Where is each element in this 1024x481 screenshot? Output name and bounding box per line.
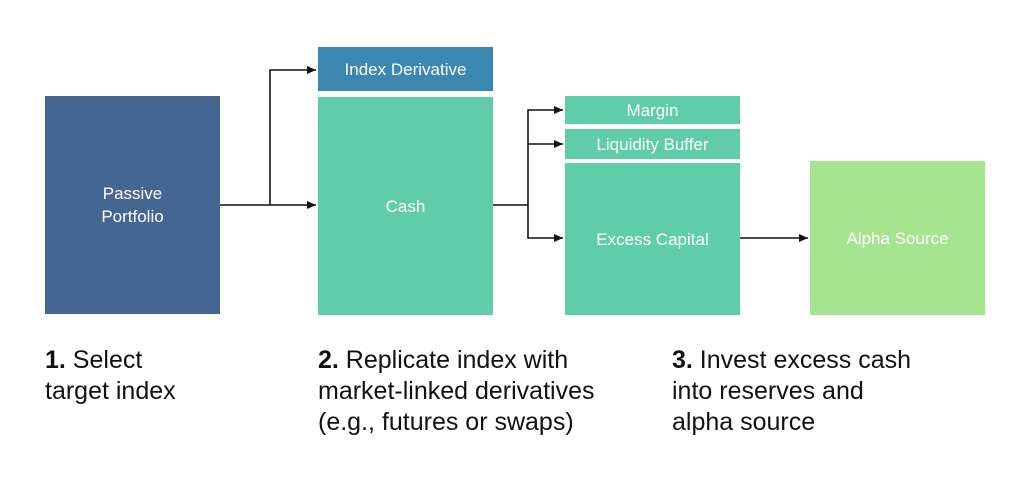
liquidity-buffer-box: Liquidity Buffer bbox=[565, 129, 740, 159]
arrow-to-derivative bbox=[269, 66, 316, 205]
step-1-number: 1. bbox=[45, 346, 66, 374]
cash-box: Cash bbox=[318, 97, 493, 315]
arrow-to-excess bbox=[527, 205, 563, 242]
step-2-text: Replicate index with market-linked deriv… bbox=[318, 346, 595, 436]
step-1-caption: 1. Select target index bbox=[45, 345, 265, 407]
excess-capital-box: Excess Capital bbox=[565, 163, 740, 315]
step-2-caption: 2. Replicate index with market-linked de… bbox=[318, 345, 648, 438]
margin-box: Margin bbox=[565, 96, 740, 124]
step-2-number: 2. bbox=[318, 346, 339, 374]
step-1-text: Select target index bbox=[45, 346, 176, 405]
alpha-source-box: Alpha Source bbox=[810, 161, 985, 315]
index-derivative-box: Index Derivative bbox=[318, 47, 493, 91]
step-3-caption: 3. Invest excess cash into reserves and … bbox=[672, 345, 1002, 438]
step-3-text: Invest excess cash into reserves and alp… bbox=[672, 346, 912, 436]
passive-portfolio-box: Passive Portfolio bbox=[45, 96, 220, 314]
arrow-to-margin bbox=[527, 106, 563, 205]
step-3-number: 3. bbox=[672, 346, 693, 374]
